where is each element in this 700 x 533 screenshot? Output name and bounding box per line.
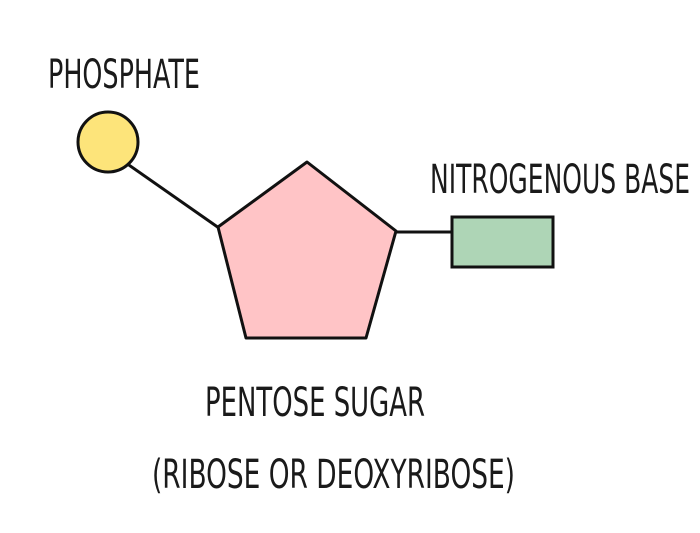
nitrogenous-base-rectangle: [450, 215, 555, 269]
phosphate-label: PHOSPHATE: [48, 52, 200, 98]
pentose-sugar-pentagon: [216, 160, 398, 340]
phosphate-circle: [76, 110, 140, 174]
sugar-types-label: (RIBOSE OR DEOXYRIBOSE): [152, 452, 515, 498]
phosphate-sugar-bond: [125, 161, 220, 230]
nitrogenous-base-label: NITROGENOUS BASE: [430, 157, 690, 203]
pentose-sugar-label: PENTOSE SUGAR: [205, 380, 425, 426]
